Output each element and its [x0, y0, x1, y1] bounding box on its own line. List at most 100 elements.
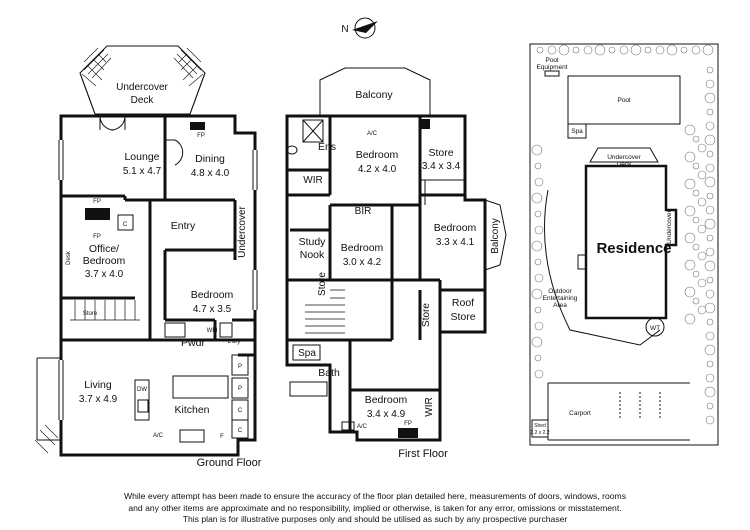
fridge-label: F [220, 434, 224, 440]
kitchen-cupboard-2: C [238, 428, 243, 434]
tree-icon [534, 354, 542, 362]
tree-icon [534, 273, 544, 283]
bir-label: BIR [355, 206, 372, 217]
tree-icon [594, 44, 606, 56]
tree-icon [655, 45, 665, 55]
tree-icon [706, 108, 714, 116]
main-bedroom-label: Bedroom [356, 149, 399, 161]
outdoor-area-label-2: Entertaining [543, 295, 578, 302]
entry-label: Entry [171, 220, 196, 232]
site-boundary [529, 43, 719, 446]
office-label-2: Bedroom [83, 255, 126, 267]
tree-icon [583, 45, 593, 55]
lounge-label: Lounge [124, 151, 159, 163]
carport-label: Carport [569, 410, 591, 417]
site-trees [531, 44, 716, 425]
disclaimer-text: While every attempt has been made to ens… [75, 491, 675, 526]
outdoor-area-label-1: Outdoor [548, 288, 572, 295]
tree-icon [705, 247, 715, 257]
right-bedroom-size: 3.3 x 4.1 [436, 237, 475, 248]
ground-store-label: Store [83, 311, 98, 317]
residence-outline [584, 164, 678, 320]
svg-text:Deck: Deck [131, 95, 155, 106]
first-floor-outer-wall [285, 114, 487, 442]
tree-icon [704, 92, 716, 104]
main-bedroom-size: 4.2 x 4.0 [358, 164, 397, 175]
office-fp-label: FP [93, 234, 101, 240]
tree-icon [692, 243, 700, 251]
undercover-deck-label-1: Undercover [116, 82, 168, 93]
office-label-1: Office/ [89, 243, 119, 255]
tree-icon [705, 289, 715, 299]
dining-fp-label: FP [197, 133, 205, 139]
tree-icon [644, 46, 652, 54]
svg-text:Shed: Shed [534, 423, 546, 429]
shed-label-1: Shed [534, 423, 546, 429]
tree-icon [704, 302, 716, 314]
tree-icon [534, 225, 544, 235]
side-balcony-outline [484, 199, 507, 271]
upper-store-label: Store [428, 147, 453, 159]
svg-text:Outdoor: Outdoor [548, 288, 572, 295]
svg-text:Study: Study [299, 236, 327, 248]
svg-text:Area: Area [553, 302, 567, 309]
undercover-deck-label-2: Deck [131, 95, 155, 106]
tree-icon [706, 318, 714, 326]
tree-icon [684, 178, 696, 190]
site-undercover-label: Undercover [666, 209, 673, 243]
laundry-label: L'dry [228, 339, 241, 345]
tree-icon [702, 44, 714, 56]
svg-text:Undercover: Undercover [607, 154, 641, 161]
tree-icon [692, 135, 700, 143]
svg-text:Store: Store [450, 311, 475, 323]
tree-icon [692, 297, 700, 305]
powder-room-label: Pwdr [181, 337, 205, 349]
tree-icon [666, 44, 678, 56]
dishwasher-label: DW [137, 387, 147, 393]
tree-icon [704, 386, 716, 398]
tree-icon [706, 234, 714, 242]
bath-label: Bath [318, 367, 340, 379]
tree-icon [534, 258, 542, 266]
pantry-label-1: P [238, 364, 242, 370]
svg-text:Pool: Pool [545, 57, 559, 64]
tree-icon [684, 232, 696, 244]
middle-bedroom-label: Bedroom [341, 242, 384, 254]
middle-bedroom-size: 3.0 x 4.2 [343, 257, 382, 268]
site-deck-label-1: Undercover [607, 154, 641, 161]
tree-icon [547, 45, 557, 55]
tree-icon [705, 79, 715, 89]
tree-icon [706, 360, 714, 368]
tree-icon [704, 134, 716, 146]
ensuite-label: Ens [318, 141, 336, 153]
desk-label: Desk [66, 250, 72, 265]
compass: N [341, 17, 378, 39]
tree-icon [534, 162, 542, 170]
tree-icon [706, 192, 714, 200]
undercover-label: Undercover [237, 205, 248, 257]
tree-icon [697, 170, 707, 180]
svg-text:Undercover: Undercover [116, 82, 168, 93]
top-balcony-label: Balcony [355, 89, 393, 101]
tree-icon [684, 259, 696, 271]
deck-lattice [81, 47, 204, 87]
svg-text:Deck: Deck [617, 161, 633, 168]
shed-label-2: 2.2 x 2.2 [530, 430, 549, 436]
disclaimer-line-2: and any other items are approximate and … [128, 502, 622, 513]
svg-text:Equipment: Equipment [536, 64, 567, 71]
svg-text:2.2 x 2.2: 2.2 x 2.2 [530, 430, 549, 436]
tree-icon [705, 331, 715, 341]
tree-icon [684, 286, 696, 298]
tree-icon [692, 270, 700, 278]
tree-icon [691, 45, 701, 55]
tree-icon [697, 278, 707, 288]
pool-equipment-label-1: Pool [545, 57, 559, 64]
tree-icon [692, 189, 700, 197]
svg-text:Entertaining: Entertaining [543, 295, 578, 302]
site-deck-label-2: Deck [617, 161, 633, 168]
tree-icon [705, 121, 715, 131]
living-size: 3.7 x 4.9 [79, 394, 118, 405]
office-fp-label-top: FP [93, 199, 101, 205]
tree-icon [704, 260, 716, 272]
tree-icon [697, 251, 707, 261]
